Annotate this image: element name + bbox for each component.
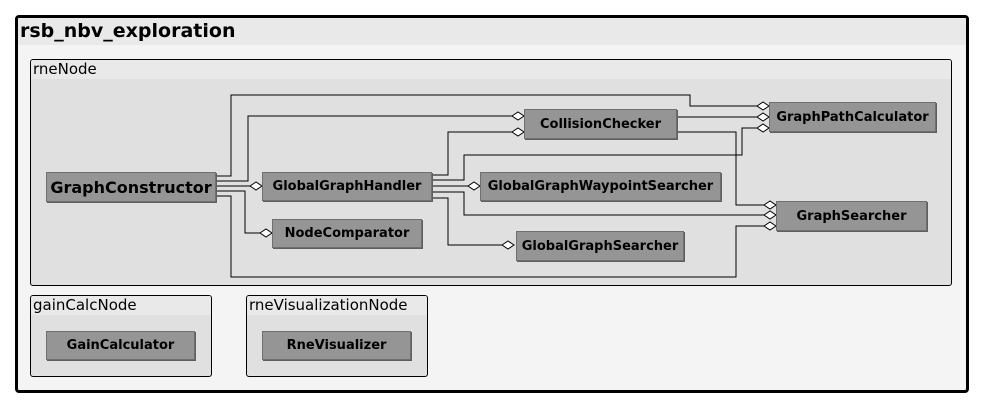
class-graph-constructor[interactable]: GraphConstructor (46, 172, 216, 202)
diamond-pathcalc-2 (756, 112, 770, 122)
class-collision-checker[interactable]: CollisionChecker (524, 109, 677, 139)
class-node-comparator[interactable]: NodeComparator (272, 219, 422, 248)
class-global-graph-handler[interactable]: GlobalGraphHandler (262, 172, 432, 201)
diamond-waypoint (467, 181, 481, 191)
class-global-graph-searcher[interactable]: GlobalGraphSearcher (516, 231, 684, 261)
class-graph-searcher-label: GraphSearcher (796, 208, 907, 224)
link-constructor-collision (216, 115, 512, 182)
diamond-pathcalc-1 (756, 101, 770, 111)
link-handler-pathcalc (432, 127, 757, 181)
link-handler-collision (432, 131, 512, 176)
diamond-comparator (259, 228, 273, 238)
diamond-handler (249, 181, 263, 191)
diamond-pathcalc-3 (756, 123, 770, 133)
class-global-graph-waypoint-searcher-label: GlobalGraphWaypointSearcher (487, 179, 714, 194)
class-graph-path-calculator[interactable]: GraphPathCalculator (769, 102, 936, 132)
package-rne-node-title: rneNode (31, 60, 951, 79)
class-collision-checker-label: CollisionChecker (539, 116, 662, 132)
class-global-graph-handler-label: GlobalGraphHandler (272, 179, 422, 194)
class-graph-path-calculator-label: GraphPathCalculator (776, 109, 929, 125)
class-global-graph-searcher-label: GlobalGraphSearcher (521, 238, 679, 254)
class-global-graph-waypoint-searcher[interactable]: GlobalGraphWaypointSearcher (480, 172, 721, 201)
outer-package-title: rsb_nbv_exploration (18, 18, 966, 45)
link-collision-searcher (677, 131, 764, 206)
package-gain-calc-node-title: gainCalcNode (31, 296, 211, 315)
class-gain-calculator[interactable]: GainCalculator (46, 331, 195, 360)
class-rne-visualizer[interactable]: RneVisualizer (262, 331, 411, 360)
diamond-globalsearcher (501, 240, 515, 250)
link-constructor-comparator (216, 190, 260, 234)
diamond-searcher-1 (763, 200, 777, 210)
class-rne-visualizer-label: RneVisualizer (286, 338, 387, 353)
class-node-comparator-label: NodeComparator (284, 226, 410, 241)
package-rne-node: rneNode (30, 59, 952, 286)
class-graph-constructor-label: GraphConstructor (50, 177, 212, 197)
diamond-collision-2 (511, 127, 525, 137)
diamond-searcher-2 (763, 210, 777, 220)
diamond-searcher-3 (763, 221, 777, 231)
diamond-collision-1 (511, 111, 525, 121)
class-graph-searcher[interactable]: GraphSearcher (776, 201, 927, 231)
link-handler-globalsearcher (432, 197, 502, 246)
link-constructor-pathcalc (216, 94, 757, 177)
link-handler-searcher (432, 191, 764, 216)
link-constructor-searcher (216, 195, 764, 278)
class-gain-calculator-label: GainCalculator (66, 338, 175, 353)
package-rne-visualization-node-title: rneVisualizationNode (247, 296, 427, 315)
